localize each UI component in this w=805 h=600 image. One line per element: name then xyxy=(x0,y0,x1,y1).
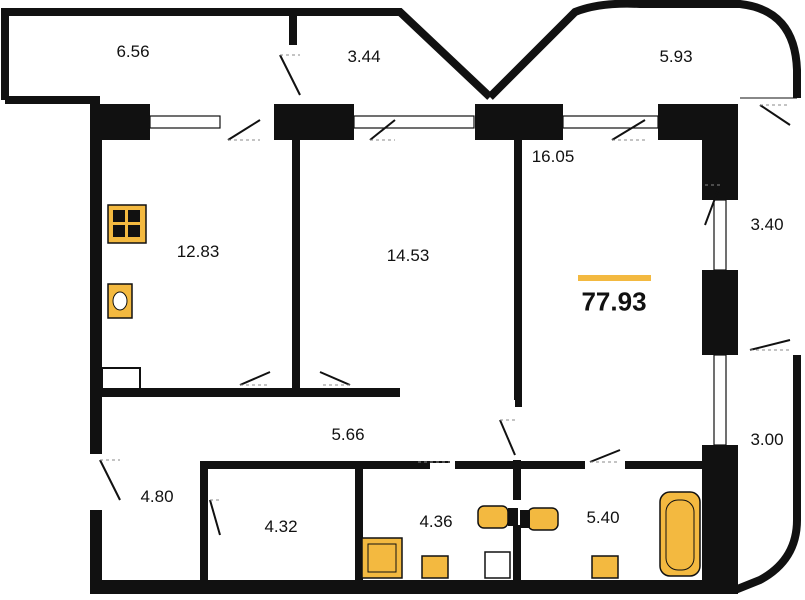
wall xyxy=(515,397,522,407)
shower-tray-icon xyxy=(367,543,397,573)
toilet-icon-2 xyxy=(527,507,559,531)
stove-burner-icon xyxy=(113,225,125,237)
window xyxy=(713,354,727,446)
wall xyxy=(513,460,521,500)
wall xyxy=(200,468,208,580)
wall xyxy=(475,104,563,140)
room-area-balcony-middle: 3.44 xyxy=(347,47,381,66)
door-leaf xyxy=(319,371,351,386)
door-leaf xyxy=(209,499,221,536)
wall xyxy=(292,140,300,395)
window xyxy=(562,115,659,129)
room-area-bedroom: 14.53 xyxy=(386,246,430,265)
door-leaf xyxy=(704,184,721,226)
room-area-storage: 4.32 xyxy=(264,517,298,536)
bathtub-inner-icon xyxy=(665,499,695,571)
balcony-left-outline xyxy=(1,8,290,100)
wall xyxy=(702,140,738,200)
wall xyxy=(658,104,738,140)
door-leaf xyxy=(759,104,791,126)
wall xyxy=(90,510,102,594)
kitchen-cabinet xyxy=(101,367,141,391)
door-leaf xyxy=(279,54,301,96)
stove-burner-icon xyxy=(128,225,140,237)
sink-icon-2 xyxy=(591,555,619,579)
wall xyxy=(300,388,400,397)
toilet-icon xyxy=(477,505,509,529)
balcony-middle-outline xyxy=(290,8,493,100)
stove-burner-icon xyxy=(128,210,140,222)
balcony-side-outline xyxy=(733,355,801,594)
balcony-right-outline xyxy=(487,0,801,100)
door-leaf xyxy=(499,419,516,456)
total-area: 77.93 xyxy=(581,286,647,317)
door-leaf xyxy=(99,459,121,501)
shower-icon xyxy=(361,537,403,579)
wall xyxy=(702,270,738,355)
kitchen-sink-basin-icon xyxy=(112,291,128,311)
wall xyxy=(274,104,354,140)
room-area-entrance: 4.80 xyxy=(140,487,174,506)
room-area-living-room: 16.05 xyxy=(531,147,575,166)
toilet-tank-icon xyxy=(508,508,518,526)
stove-burner-icon xyxy=(113,210,125,222)
wall xyxy=(514,140,522,400)
room-area-bathroom: 4.36 xyxy=(419,512,453,531)
bathtub-icon xyxy=(659,491,701,577)
door-leaf xyxy=(749,339,791,351)
wall xyxy=(200,461,430,469)
wall xyxy=(90,580,738,594)
wall xyxy=(100,388,300,397)
wall xyxy=(625,461,705,469)
wall xyxy=(702,445,738,594)
room-area-balcony-left: 6.56 xyxy=(116,42,150,61)
door-leaf xyxy=(611,119,646,141)
wall xyxy=(355,468,363,580)
room-area-bathroom-2: 5.40 xyxy=(586,508,620,527)
wall xyxy=(513,525,521,580)
room-area-balcony-side-top: 3.40 xyxy=(750,215,784,234)
door-leaf xyxy=(239,371,271,386)
wall xyxy=(90,104,102,454)
total-area-accent-bar xyxy=(578,275,651,281)
window xyxy=(353,115,475,129)
door-leaf xyxy=(227,119,261,141)
window xyxy=(713,199,727,271)
door-leaf xyxy=(369,119,396,141)
sink-icon xyxy=(421,555,449,579)
room-area-kitchen: 12.83 xyxy=(176,242,220,261)
toilet-tank-icon-2 xyxy=(520,510,530,528)
utility-box xyxy=(484,551,511,579)
window xyxy=(149,115,221,129)
door-leaf xyxy=(589,449,621,463)
room-area-balcony-right: 5.93 xyxy=(659,47,693,66)
room-area-balcony-side-bottom: 3.00 xyxy=(750,430,784,449)
room-area-hallway: 5.66 xyxy=(331,425,365,444)
